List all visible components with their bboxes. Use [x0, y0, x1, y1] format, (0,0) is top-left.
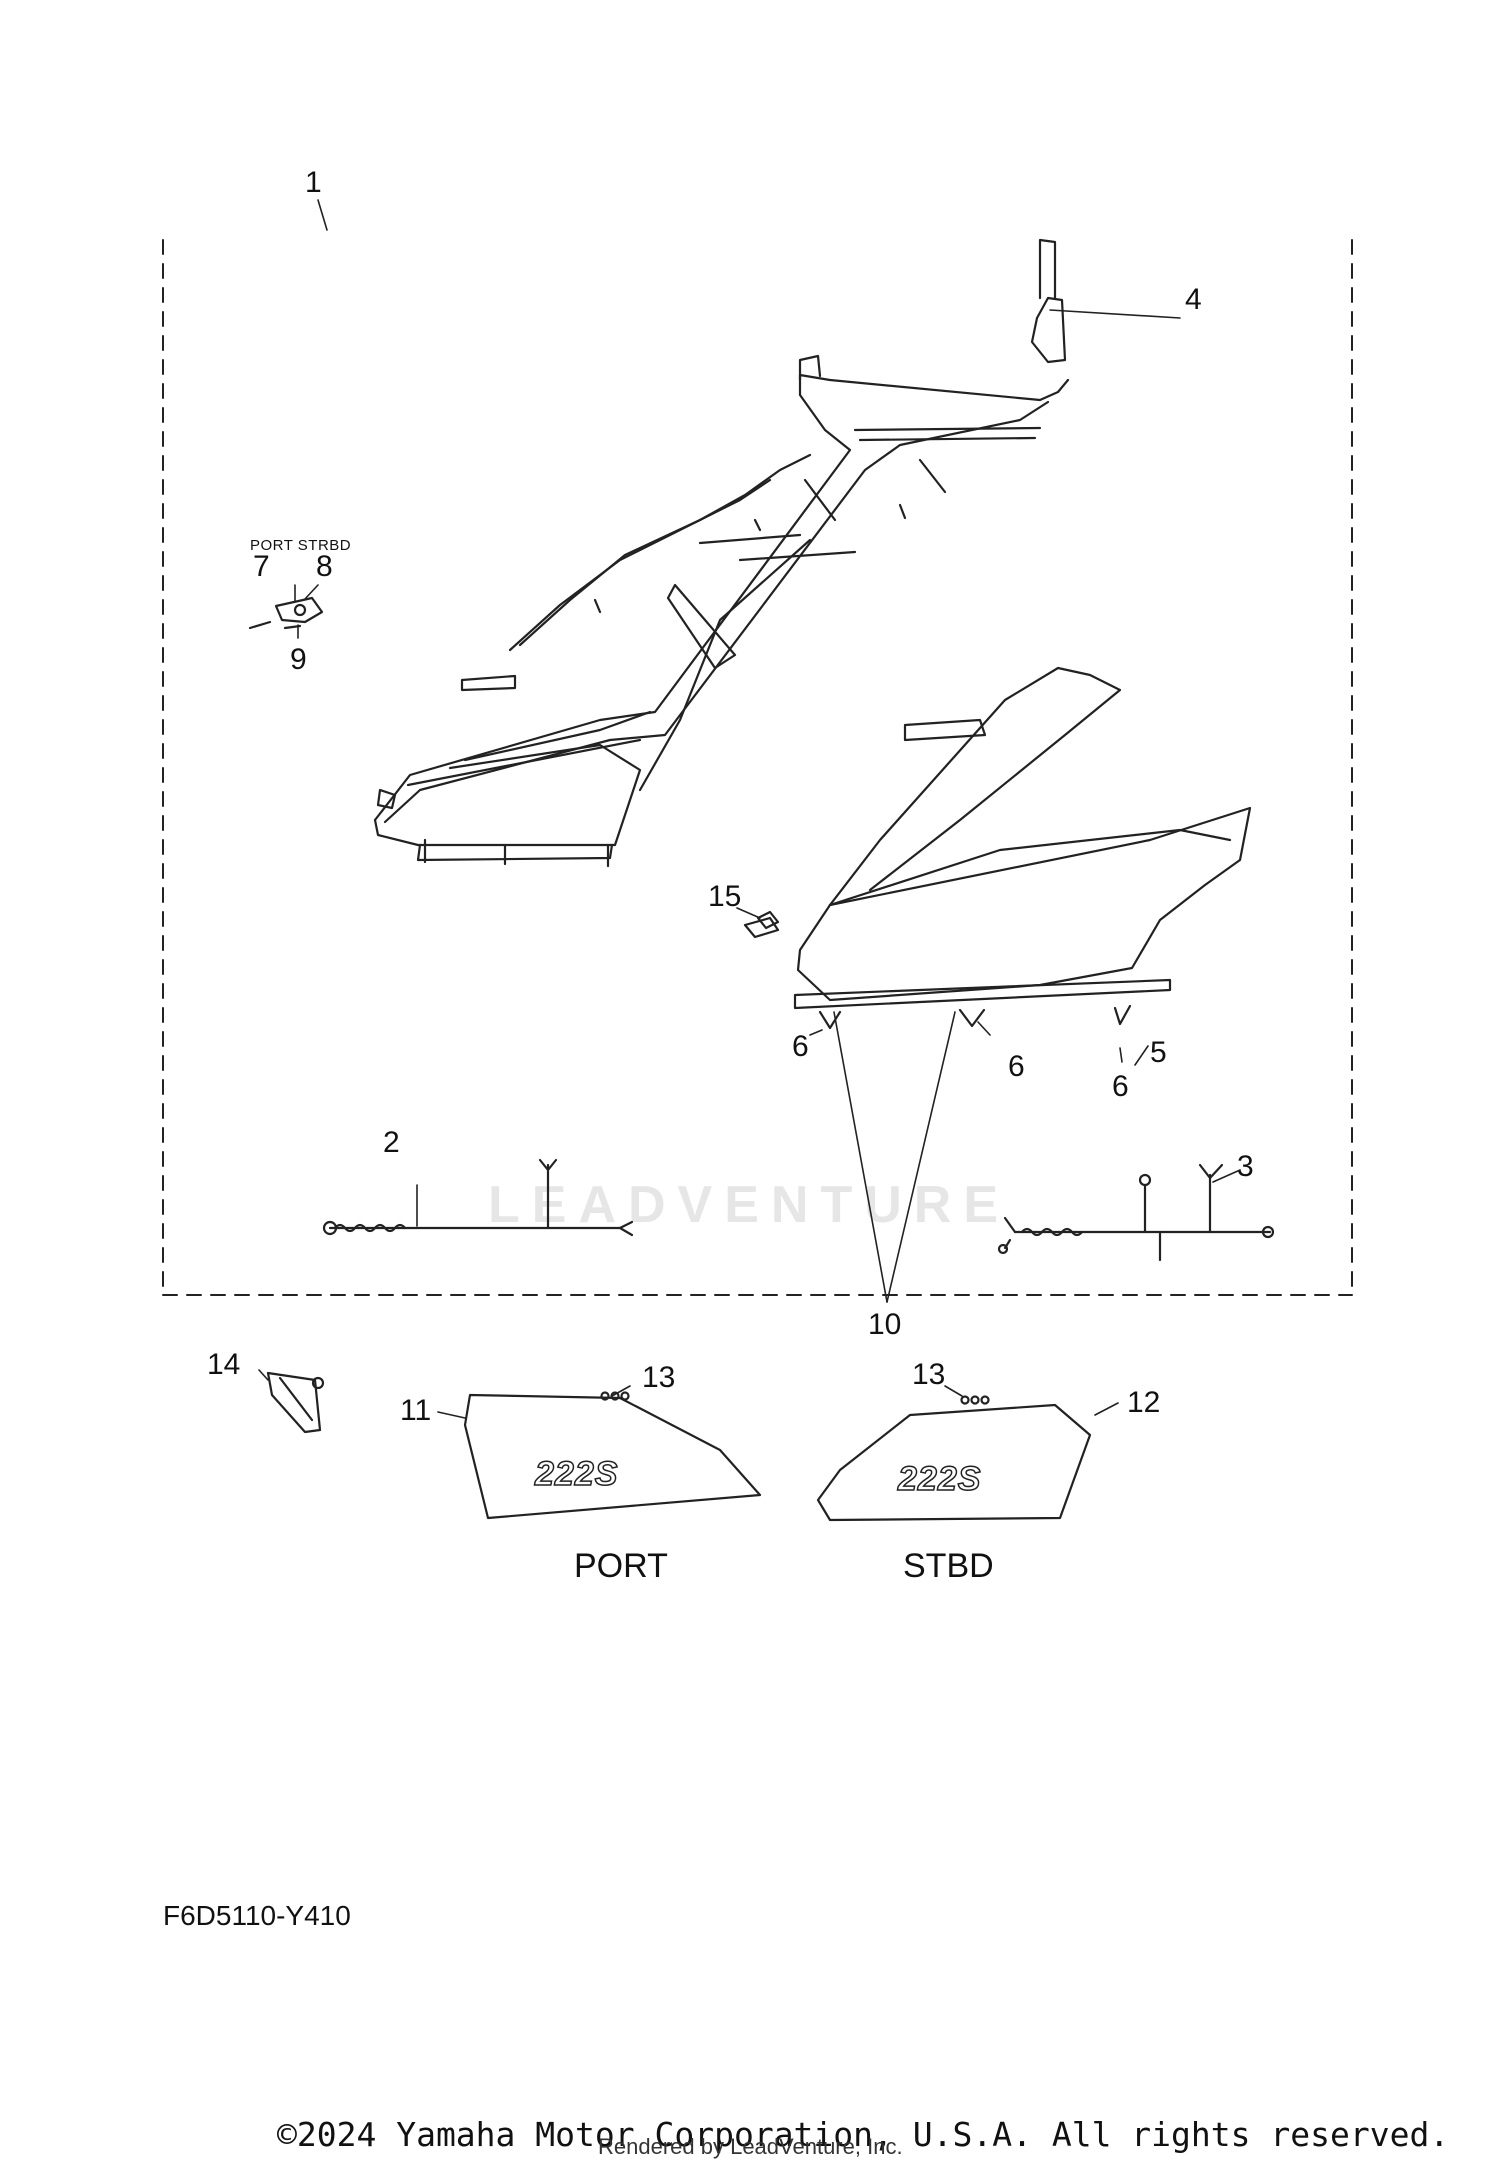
callout-2: 2 [383, 1126, 400, 1159]
callout-10: 10 [868, 1308, 902, 1341]
port-stbd-label: PORT STRBD [250, 537, 352, 554]
diagram-code: F6D5110-Y410 [163, 1900, 351, 1931]
port-decal [463, 1391, 762, 1520]
stbd-side-label: STBD [903, 1547, 994, 1585]
lens-part [266, 1371, 325, 1434]
port-decal-text: 222S [534, 1454, 619, 1494]
callout-9: 9 [290, 643, 307, 676]
callout-5: 5 [1150, 1036, 1167, 1069]
callout-15: 15 [708, 880, 742, 913]
callout-3: 3 [1237, 1150, 1254, 1183]
watermark-text: LEADVENTURE [488, 1176, 1011, 1234]
assembly-boundary [162, 239, 1353, 1296]
starboard-hull-section [743, 666, 1252, 1030]
leader-lines [258, 199, 1241, 1419]
callout-14: 14 [207, 1348, 241, 1381]
stbd-decal [816, 1395, 1092, 1522]
callout-6-right: 6 [1112, 1070, 1129, 1103]
port-wiring-harness [322, 1158, 634, 1237]
callout-1: 1 [305, 166, 322, 199]
port-side-label: PORT [574, 1547, 668, 1585]
port-stbd-fitting [248, 596, 324, 630]
stbd-decal-text: 222S [897, 1459, 982, 1499]
callout-11: 11 [400, 1394, 432, 1427]
callout-13-port: 13 [642, 1361, 676, 1394]
callout-4: 4 [1185, 283, 1202, 316]
copyright-notice: ©2024 Yamaha Motor Corporation, U.S.A. A… [277, 2115, 1450, 2154]
hull-frame-assembly [373, 238, 1070, 868]
callout-7: 7 [253, 550, 270, 583]
callout-6-middle: 6 [1008, 1050, 1025, 1083]
callout-13-stbd: 13 [912, 1358, 946, 1391]
callout-8: 8 [316, 550, 333, 583]
callout-12: 12 [1127, 1386, 1161, 1419]
drain-plug [756, 910, 780, 930]
stbd-wiring-harness [997, 1163, 1275, 1262]
callout-6-left: 6 [792, 1030, 809, 1063]
rendered-by-credit: Rendered by LeadVenture, Inc. [598, 2134, 903, 2159]
